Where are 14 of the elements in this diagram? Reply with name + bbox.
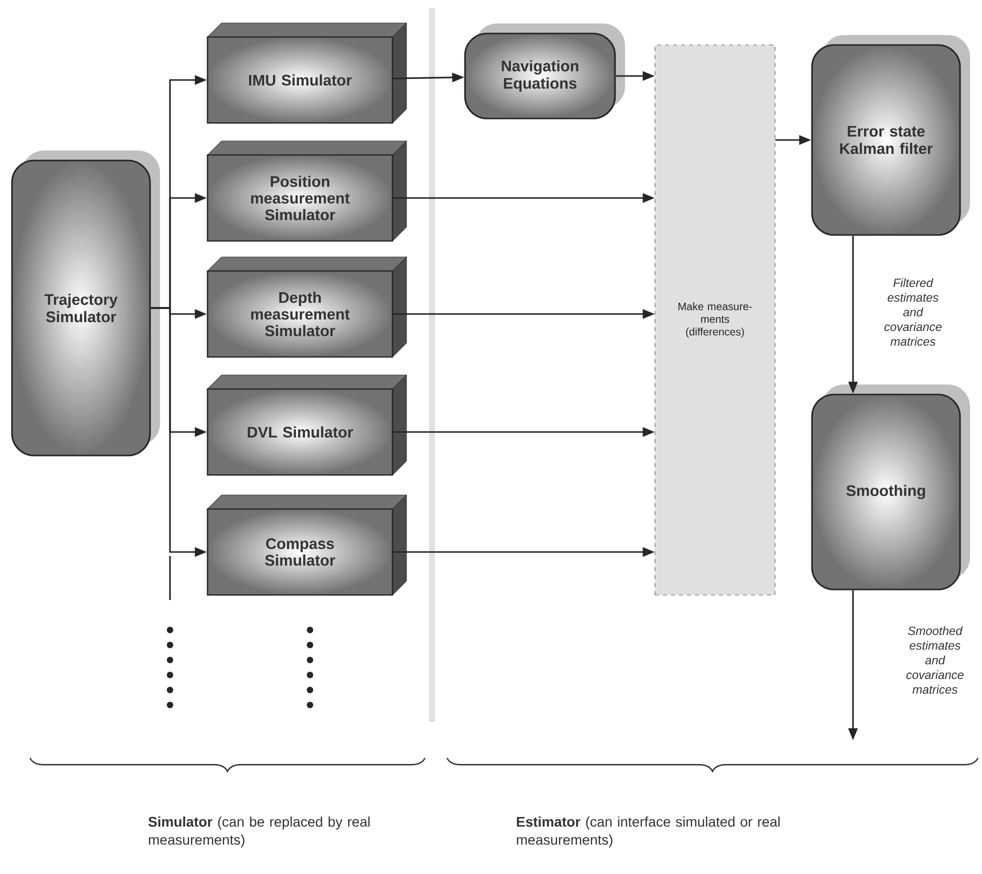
- simulator-block: Compass Simulator: [206, 494, 408, 596]
- rounded-box: Error state Kalman filter: [811, 44, 961, 236]
- caption-text: Estimator (can interface simulated or real measurements): [516, 816, 780, 848]
- edge-label: Filtered estimates and covariance matrices: [884, 278, 942, 346]
- process-box: Make measure- ments (differences): [654, 44, 776, 596]
- simulator-block: DVL Simulator: [206, 374, 408, 476]
- caption-text: Simulator (can be replaced by real measurements): [148, 816, 370, 848]
- simulator-block: Position measurement Simulator: [206, 140, 408, 242]
- rounded-box: Trajectory Simulator: [11, 160, 151, 456]
- rounded-box: Navigation Equations: [464, 32, 616, 120]
- simulator-block: IMU Simulator: [206, 22, 408, 124]
- edge-label: Smoothed estimates and covariance matrices: [906, 626, 964, 694]
- simulator-block: Depth measurement Simulator: [206, 256, 408, 358]
- rounded-box: Smoothing: [811, 394, 961, 590]
